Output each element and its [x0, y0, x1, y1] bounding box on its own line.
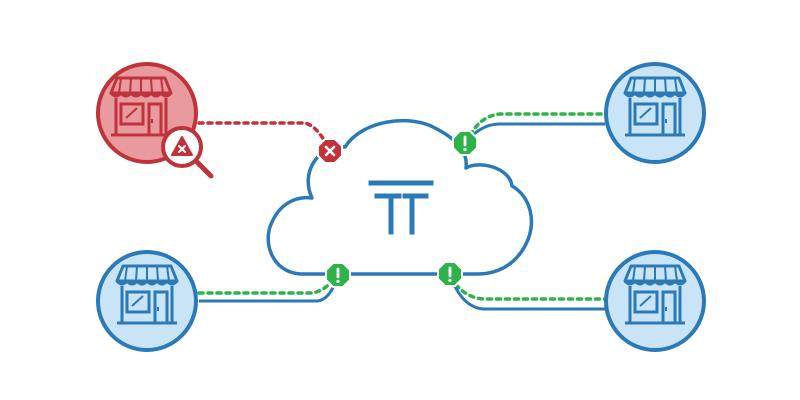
- x-octagon-icon: [317, 138, 343, 164]
- connection-top-left: [197, 121, 332, 153]
- exclamation-octagon-icon: [437, 261, 463, 287]
- connection-top-right: [464, 112, 607, 145]
- store-node-error: [96, 62, 214, 179]
- connection-bottom-left: [197, 274, 339, 303]
- store-node-bottom-right: [604, 250, 706, 352]
- cloud-hub: [266, 118, 534, 276]
- tt-logo-icon: [368, 180, 434, 235]
- store-node-bottom-left: [96, 250, 198, 352]
- store-node-top-right: [604, 62, 706, 164]
- connection-bottom-right: [449, 275, 607, 311]
- exclamation-octagon-icon: [452, 130, 478, 156]
- magnifier-alert-icon: [161, 126, 214, 179]
- exclamation-octagon-icon: [325, 262, 351, 288]
